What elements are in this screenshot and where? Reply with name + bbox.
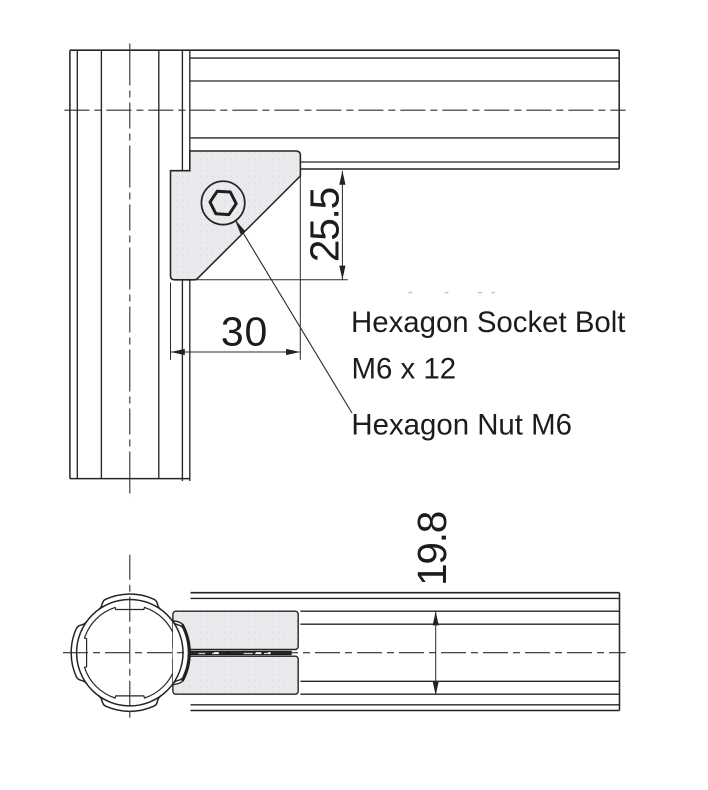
svg-text:Hexagon Nut M6: Hexagon Nut M6: [351, 408, 572, 441]
svg-text:Hexagon Socket Bolt: Hexagon Socket Bolt: [351, 306, 625, 339]
svg-text:M6 x 12: M6 x 12: [352, 353, 457, 386]
svg-text:30: 30: [221, 309, 268, 355]
svg-text:19.8: 19.8: [409, 512, 455, 586]
svg-text:25.5: 25.5: [302, 188, 348, 262]
